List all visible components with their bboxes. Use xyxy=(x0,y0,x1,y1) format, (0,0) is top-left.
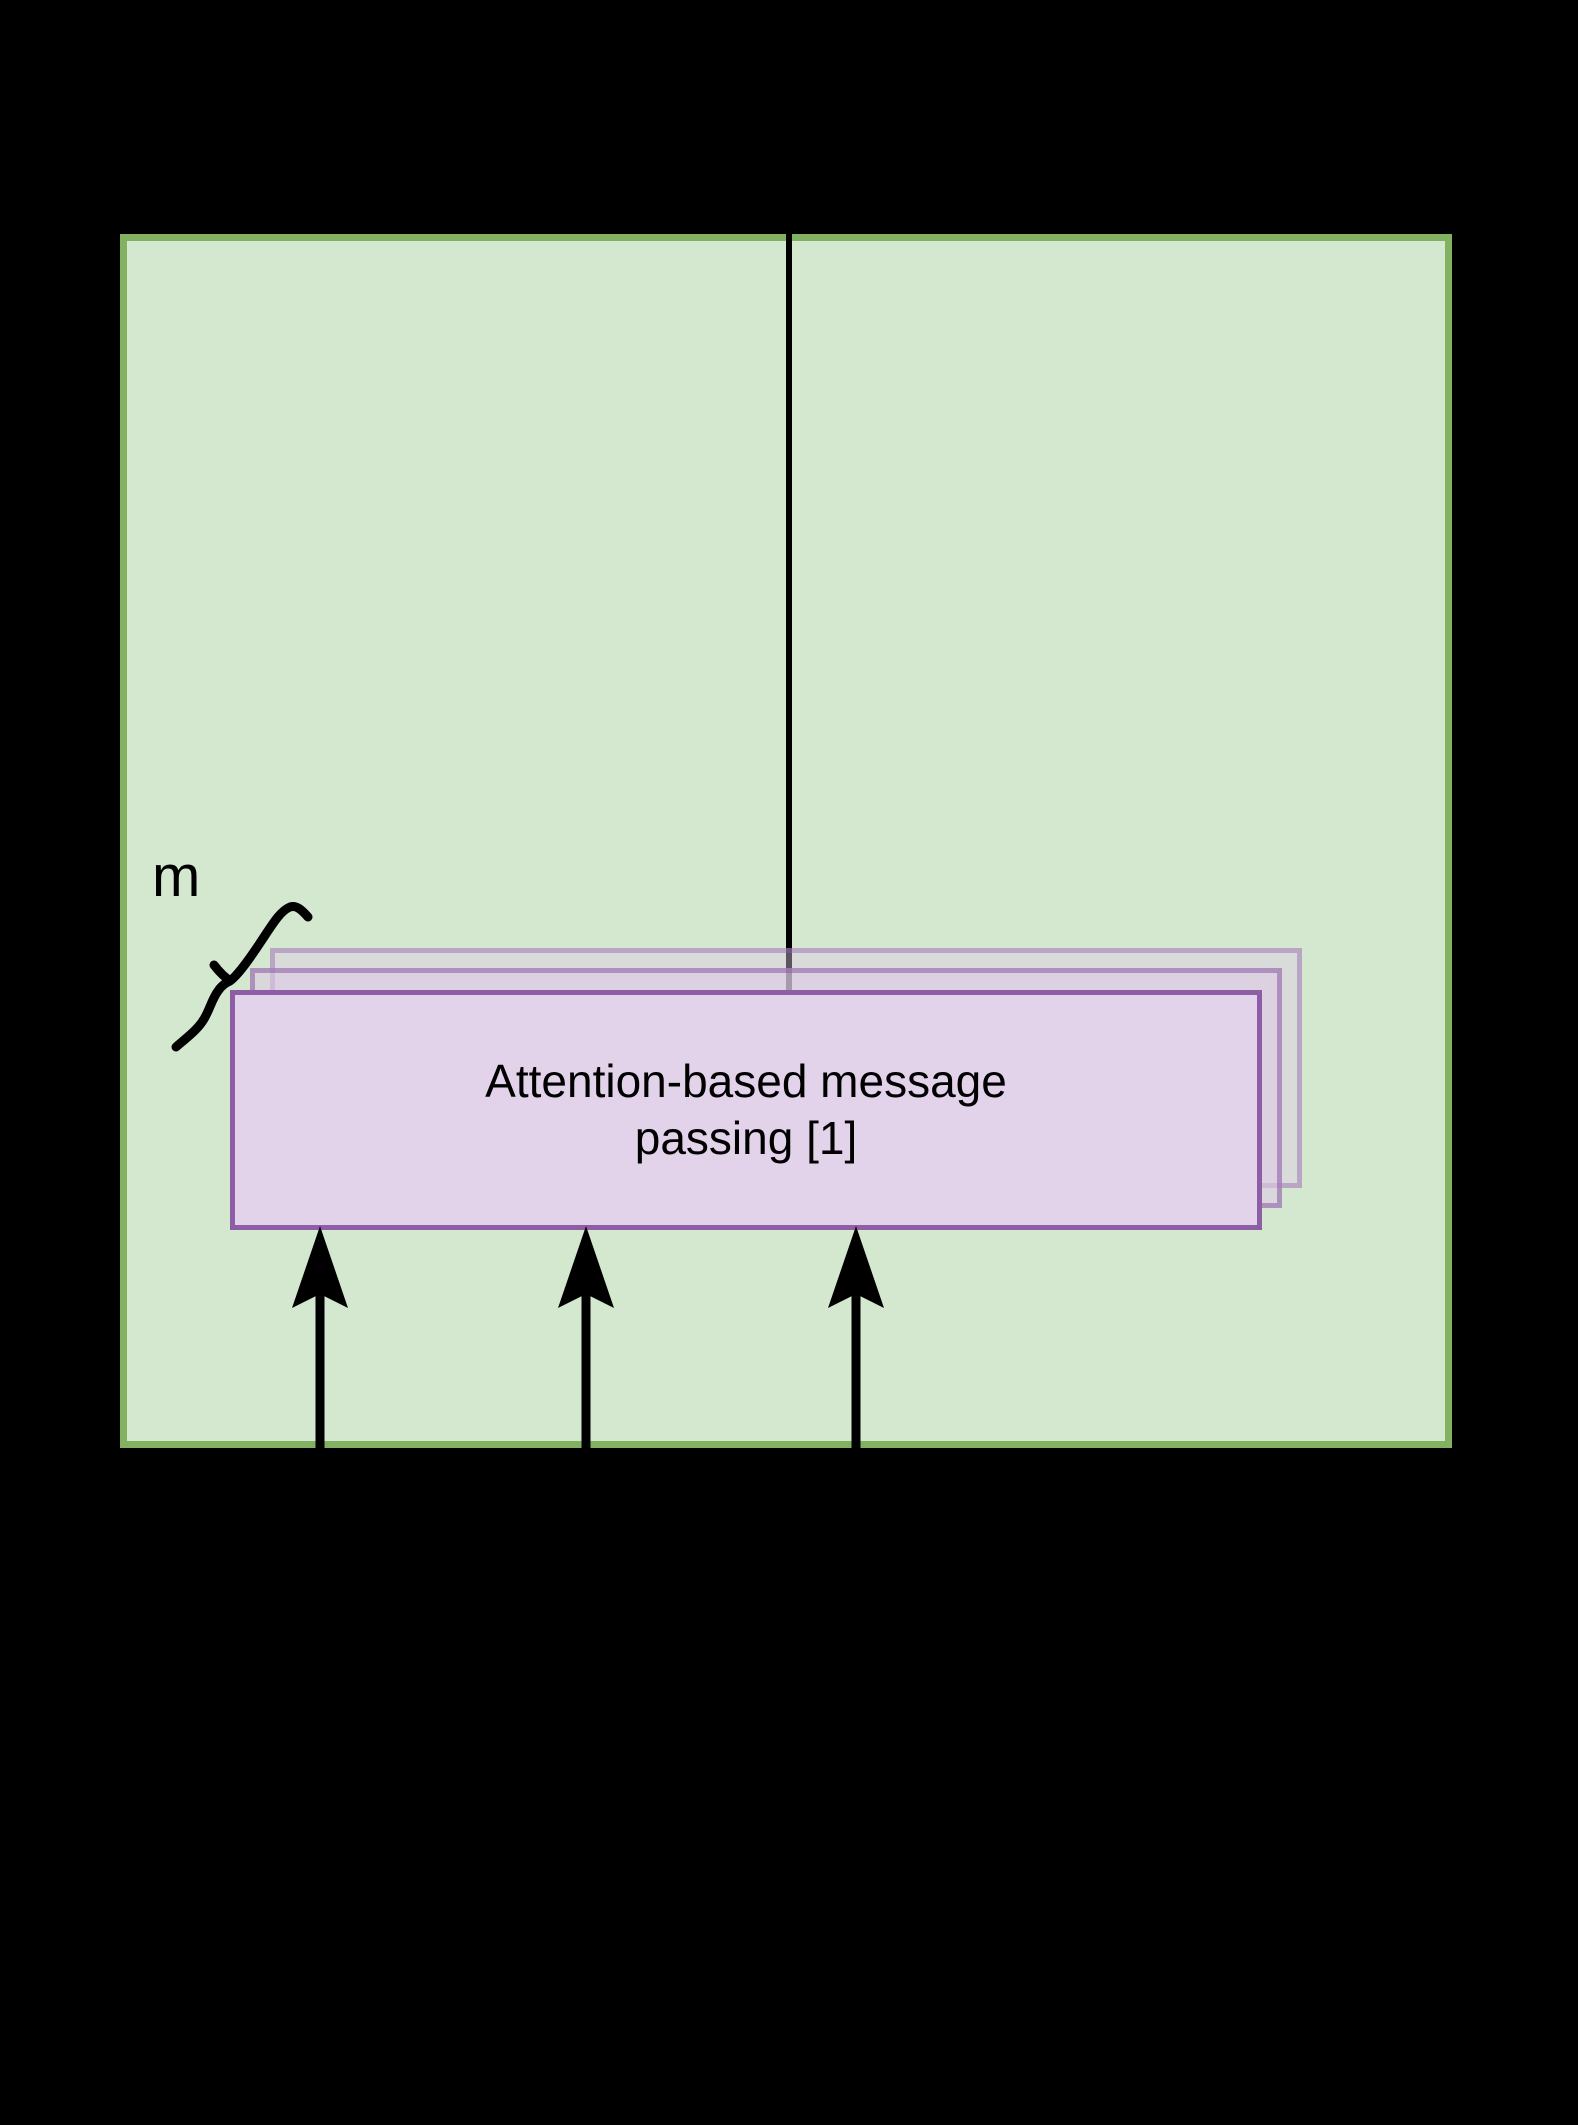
input-arrow-center xyxy=(558,1226,614,1450)
input-arrows-group xyxy=(292,1226,884,1450)
multiplicity-label: m xyxy=(152,844,201,909)
curly-brace-icon xyxy=(171,902,313,1052)
message-passing-line-1: Attention-based message xyxy=(485,1054,1007,1107)
vertical-connector-line xyxy=(786,234,792,1006)
message-passing-box-label: Attention-based message passing [1] xyxy=(457,1053,1035,1168)
message-passing-box[interactable]: Attention-based message passing [1] xyxy=(230,990,1262,1230)
input-arrow-right xyxy=(828,1226,884,1450)
input-arrow-left xyxy=(292,1226,348,1450)
message-passing-line-2: passing [1] xyxy=(634,1112,858,1164)
